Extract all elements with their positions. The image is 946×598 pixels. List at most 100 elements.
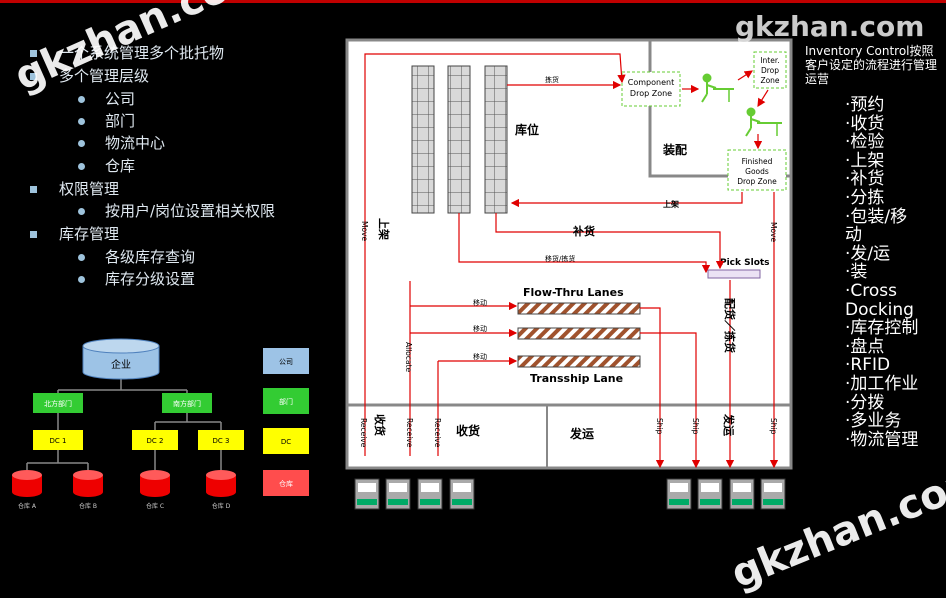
worker-icon [701, 73, 734, 103]
function-item: ·RFID [845, 355, 891, 376]
org-dc-label: DC 1 [50, 437, 67, 445]
pick-label: 拣货 [545, 75, 559, 84]
storage-rack [411, 65, 435, 214]
inbound-truck-icons [354, 478, 475, 510]
org-warehouse [140, 470, 170, 497]
move-label: 移动 [473, 352, 487, 361]
watermark-top: gkzhan.com [735, 10, 925, 43]
bullet-dot-icon [78, 254, 85, 261]
storage-rack [447, 65, 471, 214]
function-item: ·包装/移 [845, 206, 908, 227]
outbound-truck-icons [666, 478, 786, 510]
org-root-label: 企业 [111, 358, 131, 371]
legend-swatch [263, 470, 309, 496]
receive-label: Receive [359, 418, 368, 448]
component-zone-line: Component [628, 78, 674, 87]
transship-label: Transship Lane [530, 372, 623, 385]
function-item: ·发/运 [845, 243, 891, 264]
legend-label: 仓库 [279, 479, 293, 488]
inter-zone-line: Drop [761, 66, 779, 75]
bullet-square-icon [30, 73, 37, 80]
bullet-item: 权限管理 [30, 178, 119, 199]
org-warehouse-label: 仓库 C [146, 502, 164, 510]
pick-slots-rack [707, 269, 761, 279]
function-item: ·分拨 [845, 392, 885, 413]
legend-swatch [263, 348, 309, 374]
org-dept-box [33, 393, 83, 413]
move-label: 移动 [473, 298, 487, 307]
replenish-label: 补货 [572, 224, 595, 238]
org-dc-box [33, 430, 83, 450]
legend-label: 部门 [279, 397, 293, 406]
bullet-item: 按用户/岗位设置相关权限 [78, 200, 275, 221]
org-warehouse [73, 470, 103, 497]
move-vertical-label: Move [360, 221, 369, 241]
top-rule [0, 0, 946, 3]
receive-label: Receive [405, 418, 414, 448]
function-item: 动 [845, 225, 862, 246]
flow-thru-label: Flow-Thru Lanes [523, 286, 624, 299]
finished-zone-line: Drop Zone [737, 177, 777, 186]
inventory-control-note: Inventory Control按照客户设定的流程进行管理运营 [805, 44, 938, 86]
org-warehouse [12, 470, 42, 497]
org-dept-box [162, 393, 212, 413]
org-dc-box [132, 430, 178, 450]
function-item: ·物流管理 [845, 429, 919, 450]
bullet-item: 一个系统管理多个批托物 [30, 42, 224, 63]
ship-label: Ship [769, 418, 778, 435]
bullet-item: 物流中心 [78, 132, 165, 153]
pick-slots-label: Pick Slots [720, 258, 770, 268]
org-dc-box [198, 430, 244, 450]
finished-zone-line: Finished [742, 157, 773, 166]
pack-ship-label: 配货／拣货 [723, 298, 737, 353]
storage-rack [484, 65, 508, 214]
warehouse-diagram: 库位 Component Drop Zone Inter. Drop Zone … [345, 38, 793, 510]
putaway-vertical-label: 上架 [377, 218, 391, 240]
ship-cn-label: 发运 [722, 413, 736, 436]
move-label: 移动 [473, 324, 487, 333]
flow-thru-lane [517, 302, 641, 315]
storage-label: 库位 [515, 122, 539, 137]
bullet-square-icon [30, 50, 37, 57]
function-item: ·盘点 [845, 336, 885, 357]
function-item: Docking [845, 299, 914, 320]
legend-label: DC [281, 438, 291, 446]
bullet-dot-icon [78, 163, 85, 170]
legend-label: 公司 [279, 358, 293, 366]
function-item: ·加工作业 [845, 373, 919, 394]
bullet-square-icon [30, 186, 37, 193]
org-chart: 企业 北方部门 南方部门 DC 1 DC 2 DC 3 仓库 A 仓库 B 仓库… [12, 338, 309, 510]
org-warehouse-label: 仓库 A [18, 502, 37, 510]
inter-zone-line: Inter. [760, 56, 779, 65]
finished-zone-line: Goods [745, 167, 769, 176]
move-vertical-label: Move [769, 222, 778, 242]
bullet-item: 仓库 [78, 155, 135, 176]
function-item: ·分拣 [845, 187, 885, 208]
org-connectors [26, 378, 222, 470]
legend-swatch [263, 388, 309, 414]
bullet-dot-icon [78, 276, 85, 283]
function-item: ·预约 [845, 95, 885, 115]
legend-swatch [263, 428, 309, 454]
function-item: ·收货 [845, 113, 885, 134]
org-dc-label: DC 2 [147, 437, 164, 445]
inter-zone-line: Zone [760, 76, 779, 85]
move-pick-label: 移货/拣货 [545, 254, 575, 263]
org-root: 企业 [82, 338, 160, 380]
flow-thru-lane [517, 327, 641, 340]
ship-label: Ship [655, 418, 664, 435]
bullet-dot-icon [78, 140, 85, 147]
putaway-label: 上架 [663, 199, 679, 209]
bullet-dot-icon [78, 208, 85, 215]
org-dept-label: 北方部门 [44, 399, 72, 408]
bullet-dot-icon [78, 96, 85, 103]
function-item: ·多业务 [845, 411, 902, 432]
inter-drop-zone [753, 51, 787, 89]
allocate-label: Allocate [404, 342, 413, 373]
receiving-area-label: 收货 [456, 423, 480, 438]
finished-goods-drop-zone [727, 149, 787, 191]
function-item: ·检验 [845, 132, 885, 153]
function-item: ·上架 [845, 150, 885, 171]
bullet-item: 库存管理 [30, 223, 119, 244]
org-dept-label: 南方部门 [173, 399, 201, 408]
